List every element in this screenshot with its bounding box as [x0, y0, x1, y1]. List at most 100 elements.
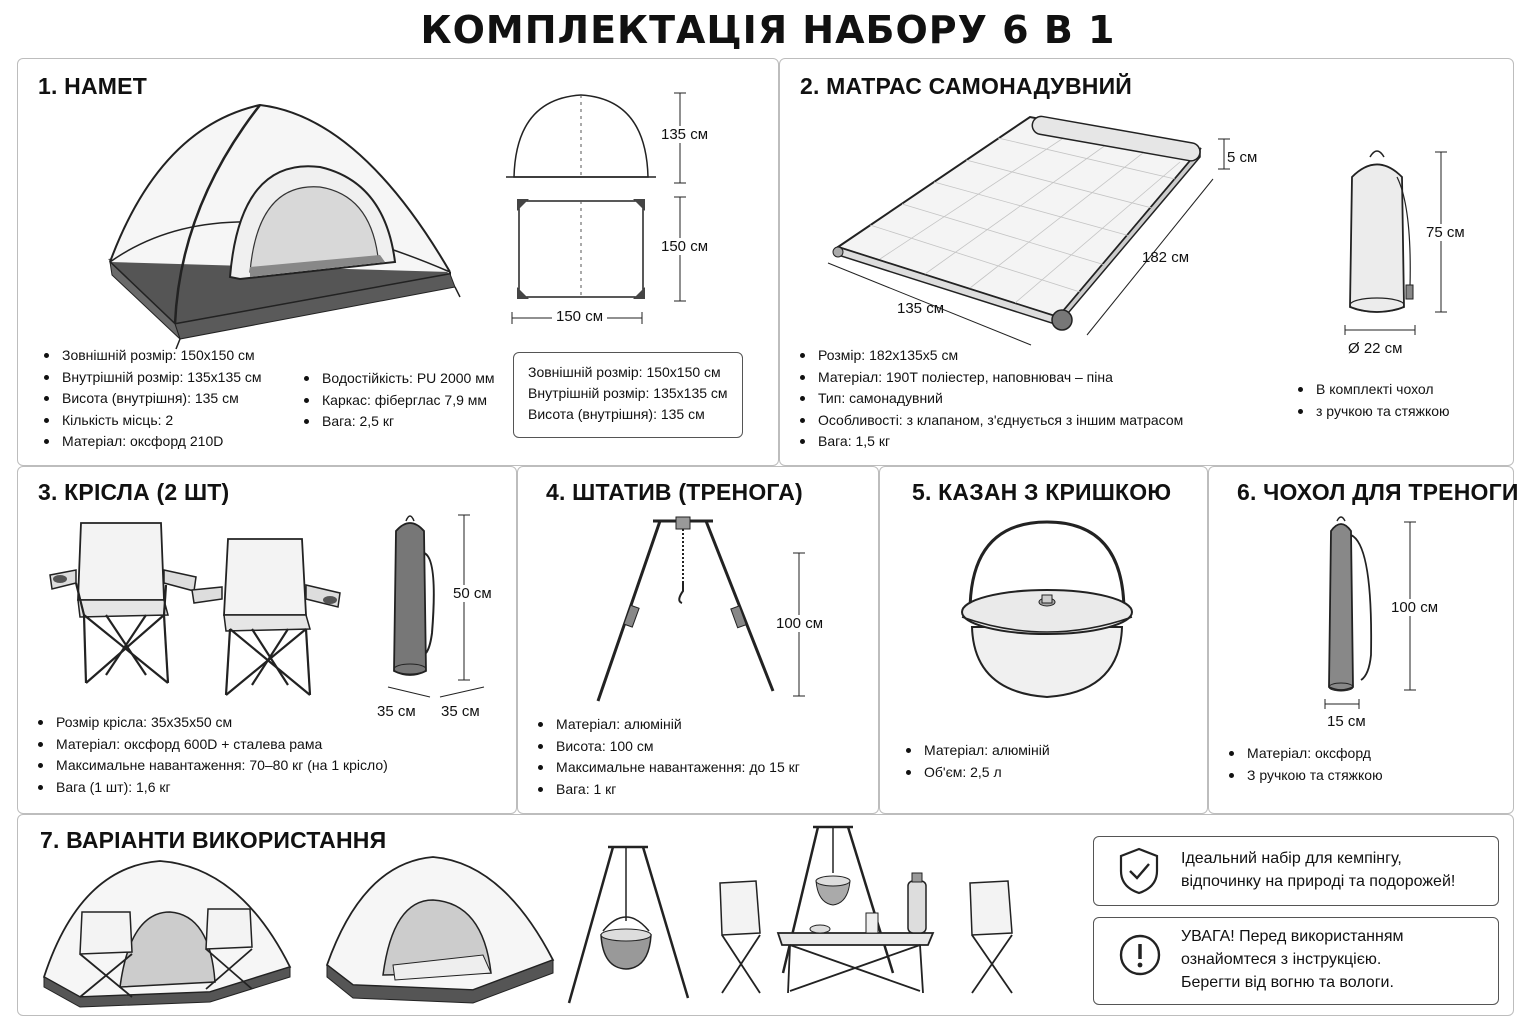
mattress-illustration [830, 107, 1210, 337]
note-box-ideal [1093, 836, 1499, 906]
panel-usage: 7. ВАРІАНТИ ВИКОРИСТАННЯ [17, 814, 1514, 1016]
panel-tripod: 4. ШТАТИВ (ТРЕНОГА) 100 см Матеріал: алю… [517, 466, 879, 814]
dimension-line [826, 259, 1036, 349]
usage-camp-setup-illustration [708, 823, 1028, 1008]
tripod-illustration [588, 511, 788, 706]
mattress-bag-illustration [1342, 147, 1422, 317]
panel-chairs: 3. КРІСЛА (2 ШТ) [17, 466, 517, 814]
spec-item: Розмір: 182х135х5 см [796, 345, 1183, 367]
dim-tent-height: 135 см [661, 126, 709, 143]
spec-item: Кількість місць: 2 [40, 410, 262, 432]
dim-chair-bag-w2: 35 см [441, 703, 480, 720]
dimension-line [1218, 139, 1230, 169]
dim-mattress-thickness: 5 см [1227, 149, 1258, 166]
spec-item: Максимальне навантаження: до 15 кг [534, 757, 800, 779]
spec-item: Зовнішній розмір: 150х150 см [40, 345, 262, 367]
dim-chair-bag-height: 50 см [453, 585, 492, 602]
spec-item-continued: з ручкою та стяжкою [1294, 401, 1450, 423]
tent-specs-left: Зовнішній розмір: 150х150 см Внутрішній … [40, 345, 262, 453]
panel-tent: 1. НАМЕТ 135 см 150 см [17, 58, 779, 466]
dim-chair-bag-w1: 35 см [377, 703, 416, 720]
dimension-line [1345, 325, 1415, 335]
dim-bag-diameter: Ø 22 см [1348, 340, 1403, 357]
spec-item: Висота: 100 см [534, 736, 800, 758]
info-line: Внутрішній розмір: 135х135 см [528, 385, 728, 401]
spec-item: Матеріал: алюміній [902, 740, 1050, 762]
usage-tent-mattress-illustration [323, 855, 558, 1005]
page-title: КОМПЛЕКТАЦІЯ НАБОРУ 6 В 1 [420, 8, 1116, 52]
usage-tent-chairs-illustration [40, 857, 295, 1007]
pot-illustration [952, 517, 1142, 707]
note-line: ознайомтеся з інструкцією. [1181, 951, 1382, 968]
chair-illustration [190, 535, 345, 705]
spec-item: Розмір крісла: 35х35х50 см [34, 712, 388, 734]
spec-item: Внутрішній розмір: 135х135 см [40, 367, 262, 389]
spec-item: Матеріал: алюміній [534, 714, 800, 736]
usage-tripod-pot-illustration [563, 843, 693, 1008]
note-line: Берегти від вогню та вологи. [1181, 974, 1394, 991]
tent-specs-right: Водостійкість: PU 2000 мм Каркас: фіберг… [300, 368, 494, 433]
mattress-bag-note: В комплекті чохол з ручкою та стяжкою [1294, 379, 1450, 422]
cover-specs: Матеріал: оксфорд З ручкою та стяжкою [1225, 743, 1383, 786]
dim-tent-width: 150 см [552, 308, 608, 325]
info-line: Зовнішній розмір: 150х150 см [528, 364, 721, 380]
info-line: Висота (внутрішня): 135 см [528, 406, 705, 422]
tripod-cover-illustration [1323, 515, 1383, 695]
tent-illustration [108, 87, 470, 332]
spec-item: В комплекті чохол [1294, 379, 1450, 401]
spec-item: Вага: 2,5 кг [300, 411, 494, 433]
tent-size-box: Зовнішній розмір: 150х150 см Внутрішній … [513, 352, 743, 438]
panel-pot: 5. КАЗАН З КРИШКОЮ Матеріал: алюміній Об… [879, 466, 1208, 814]
spec-item: Об'єм: 2,5 л [902, 762, 1050, 784]
spec-item: Матеріал: оксфорд [1225, 743, 1383, 765]
dim-cover-height: 100 см [1391, 599, 1439, 616]
chair-bag-illustration [388, 513, 438, 683]
shield-check-icon [1118, 847, 1160, 895]
dim-mattress-length: 182 см [1142, 249, 1190, 266]
spec-item: Матеріал: 190Т поліестер, наповнювач – п… [796, 367, 1183, 389]
spec-item: Вага: 1,5 кг [796, 431, 1183, 453]
section-title-usage: 7. ВАРІАНТИ ВИКОРИСТАННЯ [40, 827, 387, 853]
panel-mattress: 2. МАТРАС САМОНАДУВНИЙ 5 см 182 см 135 с… [779, 58, 1514, 466]
dimension-line [1325, 699, 1359, 709]
spec-item: Водостійкість: PU 2000 мм [300, 368, 494, 390]
dimension-line [386, 685, 486, 699]
section-title-chairs: 3. КРІСЛА (2 ШТ) [38, 479, 230, 505]
section-title-pot: 5. КАЗАН З КРИШКОЮ [912, 479, 1172, 505]
dimension-line [1085, 177, 1215, 337]
spec-item: З ручкою та стяжкою [1225, 765, 1383, 787]
spec-item: Максимальне навантаження: 70–80 кг (на 1… [34, 755, 388, 777]
dim-tent-depth: 150 см [661, 238, 709, 255]
chairs-specs: Розмір крісла: 35х35х50 см Матеріал: окс… [34, 712, 388, 798]
note-line: УВАГА! Перед використанням [1181, 928, 1404, 945]
note-ideal-text: Ідеальний набір для кемпінгу, відпочинку… [1181, 847, 1455, 893]
note-line: Ідеальний набір для кемпінгу, [1181, 850, 1402, 867]
section-title-tent: 1. НАМЕТ [38, 73, 147, 99]
spec-item: Матеріал: оксфорд 210D [40, 431, 262, 453]
note-line: відпочинку на природі та подорожей! [1181, 873, 1456, 890]
note-warning-text: УВАГА! Перед використанням ознайомтеся з… [1181, 925, 1404, 994]
dim-mattress-width: 135 см [897, 300, 945, 317]
section-title-tripod: 4. ШТАТИВ (ТРЕНОГА) [546, 479, 803, 505]
dim-cover-width: 15 см [1327, 713, 1366, 730]
panel-cover: 6. ЧОХОЛ ДЛЯ ТРЕНОГИ 100 см 15 см Матері… [1208, 466, 1518, 814]
spec-item: Вага (1 шт): 1,6 кг [34, 777, 388, 799]
tripod-specs: Матеріал: алюміній Висота: 100 см Максим… [534, 714, 800, 800]
dim-bag-height: 75 см [1426, 224, 1465, 241]
spec-item: Каркас: фіберглас 7,9 мм [300, 390, 494, 412]
note-box-warning [1093, 917, 1499, 1005]
spec-item: Вага: 1 кг [534, 779, 800, 801]
warning-icon [1118, 933, 1162, 977]
section-title-cover: 6. ЧОХОЛ ДЛЯ ТРЕНОГИ [1237, 479, 1519, 505]
dim-tripod-height: 100 см [776, 615, 824, 632]
spec-item: Висота (внутрішня): 135 см [40, 388, 262, 410]
chair-illustration [46, 515, 201, 700]
spec-item: Особливості: з клапаном, з'єднується з і… [796, 410, 1183, 432]
tent-front-diagram [506, 89, 656, 184]
pot-specs: Матеріал: алюміній Об'єм: 2,5 л [902, 740, 1050, 783]
tent-floor-diagram [517, 199, 645, 299]
section-title-mattress: 2. МАТРАС САМОНАДУВНИЙ [800, 73, 1133, 99]
spec-item: Тип: самонадувний [796, 388, 1183, 410]
spec-item: Матеріал: оксфорд 600D + сталева рама [34, 734, 388, 756]
mattress-specs: Розмір: 182х135х5 см Матеріал: 190Т полі… [796, 345, 1183, 453]
